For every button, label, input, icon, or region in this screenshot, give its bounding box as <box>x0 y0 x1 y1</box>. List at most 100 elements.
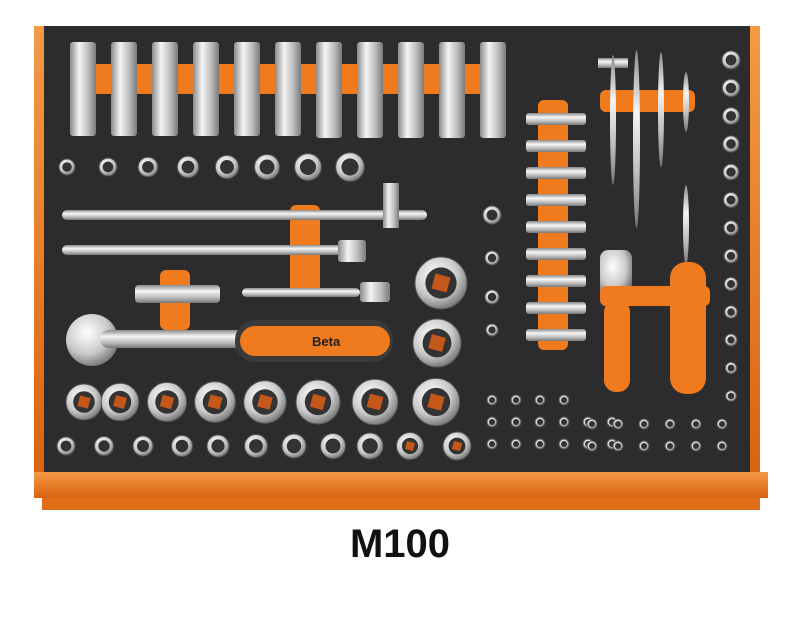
chrome-bar <box>62 210 427 220</box>
deep-socket <box>275 42 301 136</box>
deep-socket <box>357 42 383 138</box>
socket-bore <box>249 439 263 453</box>
ratchet-handle-grip <box>240 326 390 356</box>
socket-bore <box>220 160 234 174</box>
socket-bore <box>693 443 699 449</box>
socket-bore <box>325 438 341 454</box>
screwdriver-handle <box>604 300 630 392</box>
socket-drive-square <box>113 395 127 409</box>
socket-bore <box>727 392 735 400</box>
socket-bore <box>489 441 495 447</box>
socket-drive-square <box>366 393 384 411</box>
screwdriver-handle <box>670 262 706 394</box>
model-label: M100 <box>349 522 451 566</box>
socket-bore <box>299 158 317 176</box>
socket-bore <box>486 209 498 221</box>
bit-holder <box>526 329 586 341</box>
socket-bore <box>727 364 735 372</box>
socket-bore <box>615 421 621 427</box>
brand-logo-text: Beta <box>312 334 341 349</box>
socket-bore <box>489 397 495 403</box>
bit-holder <box>526 248 586 260</box>
extension-end <box>360 282 390 302</box>
socket-bore <box>102 161 114 173</box>
bit-holder <box>526 275 586 287</box>
chrome-bar <box>610 55 616 185</box>
chrome-bar <box>683 72 689 132</box>
socket-bore <box>615 443 621 449</box>
socket-bore <box>589 421 595 427</box>
socket-bore <box>561 397 567 403</box>
socket-bore <box>726 223 736 233</box>
chrome-bar <box>62 245 362 255</box>
socket-bore <box>727 308 735 316</box>
drawer-front <box>34 472 768 498</box>
bit-holder <box>526 221 586 233</box>
deep-socket <box>398 42 424 138</box>
socket-bore <box>487 253 497 263</box>
bit-holder <box>526 194 586 206</box>
socket-bore <box>725 54 737 66</box>
drawer-side-right <box>748 26 760 482</box>
socket-bore <box>175 439 189 453</box>
socket-bore <box>719 443 725 449</box>
socket-bore <box>641 421 647 427</box>
socket-bore <box>727 336 735 344</box>
socket-bore <box>561 419 567 425</box>
socket-bore <box>487 292 497 302</box>
socket-drive-square <box>427 393 445 411</box>
socket-bore <box>726 251 736 261</box>
socket-drive-square <box>405 441 415 451</box>
drawer-lip <box>42 498 760 510</box>
socket-bore <box>726 139 736 149</box>
socket-bore <box>537 397 543 403</box>
socket-drive-square <box>257 394 273 410</box>
bit-holder <box>526 302 586 314</box>
deep-socket <box>70 42 96 136</box>
deep-socket <box>234 42 260 136</box>
socket-drive-square <box>207 394 223 410</box>
socket-bore <box>60 440 72 452</box>
ratchet-head <box>66 314 118 366</box>
socket-bore <box>589 443 595 449</box>
socket-bore <box>488 326 496 334</box>
socket-bore <box>537 441 543 447</box>
socket-bore <box>725 110 737 122</box>
socket-bore <box>667 421 673 427</box>
deep-socket <box>439 42 465 138</box>
socket-bore <box>719 421 725 427</box>
socket-bore <box>362 438 378 454</box>
socket-bore <box>513 419 519 425</box>
socket-bore <box>693 421 699 427</box>
socket-bore <box>667 443 673 449</box>
deep-socket <box>316 42 342 138</box>
socket-bore <box>513 441 519 447</box>
socket-bore <box>341 158 359 176</box>
socket-bore <box>98 440 110 452</box>
socket-drive-square <box>309 393 327 411</box>
socket-bore <box>489 419 495 425</box>
extension-end <box>338 240 366 262</box>
socket-bore <box>286 438 302 454</box>
bit-holder <box>526 167 586 179</box>
chrome-bar <box>683 185 689 265</box>
chrome-bar <box>633 50 640 228</box>
socket-bore <box>726 195 736 205</box>
socket-drive-square <box>431 273 451 293</box>
deep-socket <box>111 42 137 136</box>
socket-bore <box>726 167 736 177</box>
socket-bore <box>211 439 225 453</box>
socket-bore <box>137 440 149 452</box>
chrome-bar <box>100 330 250 348</box>
socket-bore <box>641 443 647 449</box>
foam-clip <box>600 90 695 112</box>
socket-bore <box>561 441 567 447</box>
bit-holder <box>526 140 586 152</box>
socket-drive-square <box>77 395 91 409</box>
bit-holder <box>526 113 586 125</box>
universal-joint <box>135 285 220 303</box>
socket-drive-square <box>451 440 463 452</box>
chrome-bar <box>242 288 360 297</box>
socket-bore <box>725 82 737 94</box>
